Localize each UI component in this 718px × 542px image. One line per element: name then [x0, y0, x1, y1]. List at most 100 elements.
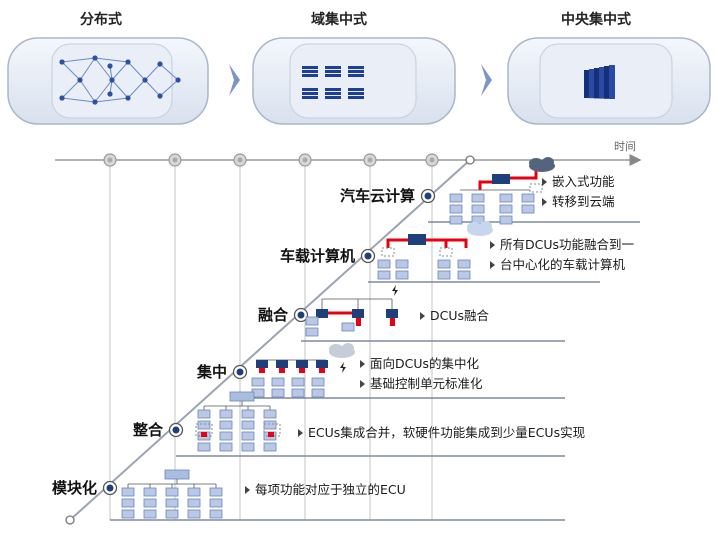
timeline-label: 时间 — [614, 140, 636, 153]
domain-controller-block — [325, 66, 341, 69]
ecu-module — [143, 498, 157, 508]
stage-description-line: 所有DCUs功能融合到一 — [500, 237, 634, 252]
ecu-module — [471, 193, 485, 203]
domain-controller-block — [302, 66, 318, 69]
ecu-module — [187, 487, 201, 497]
diagonal-end-dot — [465, 155, 475, 165]
domain-controller-block — [325, 74, 341, 77]
ecu-module — [251, 377, 265, 387]
stage-3: 集中面向DCUs的集中化基础控制单元标准化 — [196, 343, 565, 399]
ecu-module — [291, 388, 305, 398]
stage-description-line: 台中心化的车载计算机 — [500, 257, 626, 272]
domain-controller-block — [302, 70, 318, 73]
architecture-row: 分布式 域集中式 中央集中式 — [7, 11, 711, 125]
stage-description: DCUs融合 — [420, 308, 490, 323]
ecu-module — [241, 442, 255, 452]
ecu-node-dot — [157, 61, 163, 67]
domain-controller-block — [348, 70, 364, 73]
ecu-module — [437, 270, 451, 280]
integration-link — [426, 238, 468, 248]
ecu-node-dot — [92, 99, 98, 105]
bullet-arrow-icon — [298, 429, 303, 437]
ecu-module — [165, 487, 179, 497]
ecu-node-dot — [59, 95, 65, 101]
stage-label: 车载计算机 — [280, 247, 355, 265]
domain-controller-block — [348, 74, 364, 77]
domain-controller-block — [348, 96, 364, 99]
ecu-module — [121, 487, 135, 497]
progress-diagonal — [69, 159, 471, 521]
ecu-module — [209, 487, 223, 497]
ecu-module — [311, 388, 325, 398]
bullet-arrow-icon — [490, 241, 495, 249]
ecu-module — [305, 327, 319, 337]
ecu-module — [305, 316, 319, 326]
stage-description: 每项功能对应于独立的ECU — [245, 482, 406, 497]
stage-label: 汽车云计算 — [340, 187, 415, 205]
bullet-arrow-icon — [490, 261, 495, 269]
ecu-module — [291, 377, 305, 387]
ecu-module — [187, 498, 201, 508]
stage-label: 融合 — [258, 306, 289, 324]
ecu-module — [143, 509, 157, 519]
stage-label: 整合 — [133, 421, 164, 439]
ecu-node-dot — [77, 77, 83, 83]
signal-icon — [392, 285, 398, 296]
domain-controller-block — [325, 96, 341, 99]
ecu-module — [197, 409, 211, 419]
ecu-module — [263, 420, 277, 430]
ecu-node-dot — [107, 63, 113, 69]
domain-controller-block — [348, 92, 364, 95]
ecu-module — [311, 377, 325, 387]
ecu-module — [197, 442, 211, 452]
ecu-module — [197, 420, 211, 430]
integration-link — [386, 238, 408, 248]
stage-description-line: 基础控制单元标准化 — [370, 376, 483, 391]
ecu-module — [457, 270, 471, 280]
stage-architecture-icon — [377, 221, 493, 280]
car-distributed-image — [7, 37, 209, 125]
central-computer-block — [594, 68, 600, 99]
ecu-module — [499, 215, 513, 225]
ecu-module — [143, 487, 157, 497]
ecu-module — [471, 204, 485, 214]
stage-description-line: ECUs集成合并，软硬件功能集成到少量ECUs实现 — [308, 425, 585, 440]
ecu-module — [165, 498, 179, 508]
ecu-module — [457, 259, 471, 269]
stage-5: 模块化每项功能对应于独立的ECU — [52, 469, 565, 521]
ecu-module — [377, 270, 391, 280]
signal-icon — [340, 362, 346, 373]
domain-controller-block — [302, 74, 318, 77]
arrow-right-icon — [481, 64, 492, 96]
central-computer-block — [604, 66, 610, 99]
ecu-module — [271, 388, 285, 398]
stage-architecture-icon — [121, 469, 223, 519]
ecu-node-dot — [125, 59, 131, 65]
ecu-module — [219, 409, 233, 419]
ecu-node-dot — [175, 77, 181, 83]
arch-label-domain: 域集中式 — [311, 11, 367, 28]
domain-controller-block — [325, 88, 341, 91]
ecu-module — [499, 204, 513, 214]
ecu-module — [121, 498, 135, 508]
car-central-image — [507, 37, 711, 125]
ecu-module — [121, 509, 135, 519]
ecu-module — [241, 420, 255, 430]
ecu-module — [449, 193, 463, 203]
ecu-node-dot — [142, 77, 148, 83]
bullet-arrow-icon — [360, 360, 365, 368]
controller-module — [229, 391, 255, 402]
domain-controller — [276, 360, 288, 368]
car-domain-image — [252, 37, 456, 125]
ecu-node-dot — [125, 95, 131, 101]
stage-architecture-icon — [305, 285, 398, 337]
domain-controller — [316, 360, 328, 368]
central-computer-block — [492, 174, 510, 184]
ecu-module — [521, 193, 535, 203]
